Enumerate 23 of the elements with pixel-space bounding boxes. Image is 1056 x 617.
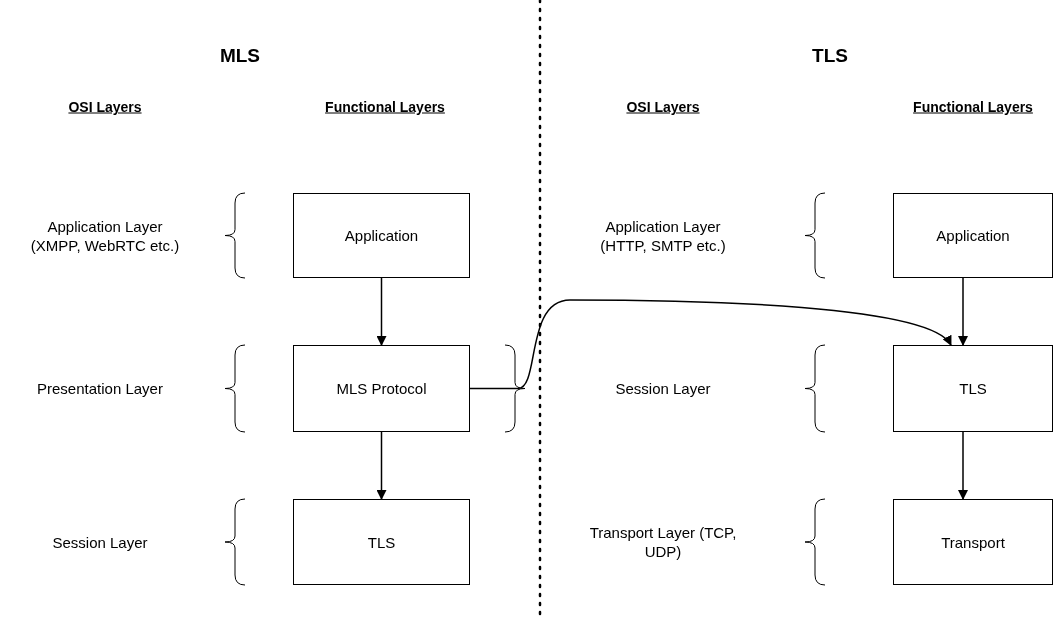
column-heading: Functional Layers	[912, 97, 1034, 117]
layer-label: Application Layer (HTTP, SMTP etc.)	[599, 217, 727, 255]
layer-box: TLS	[893, 345, 1053, 432]
layer-label: Application Layer (XMPP, WebRTC etc.)	[29, 217, 181, 255]
layer-label: Presentation Layer	[36, 378, 164, 398]
arrow	[376, 431, 387, 500]
layer-label: Transport Layer (TCP, UDP)	[588, 523, 738, 561]
heading: TLS	[811, 45, 849, 65]
layer-label: Session Layer	[51, 532, 149, 552]
heading: MLS	[218, 45, 262, 65]
layer-box: Transport	[893, 499, 1053, 585]
layer-box: Application	[893, 193, 1053, 278]
arrow	[469, 299, 952, 390]
layer-box: TLS	[293, 499, 470, 585]
arrow	[376, 277, 387, 346]
layer-box: MLS Protocol	[293, 345, 470, 432]
arrow	[958, 431, 968, 500]
layer-label: Session Layer	[614, 378, 712, 398]
column-heading: Functional Layers	[324, 97, 446, 117]
column-heading: OSI Layers	[625, 97, 701, 117]
arrow	[958, 277, 968, 346]
column-heading: OSI Layers	[67, 97, 143, 117]
layer-box: Application	[293, 193, 470, 278]
